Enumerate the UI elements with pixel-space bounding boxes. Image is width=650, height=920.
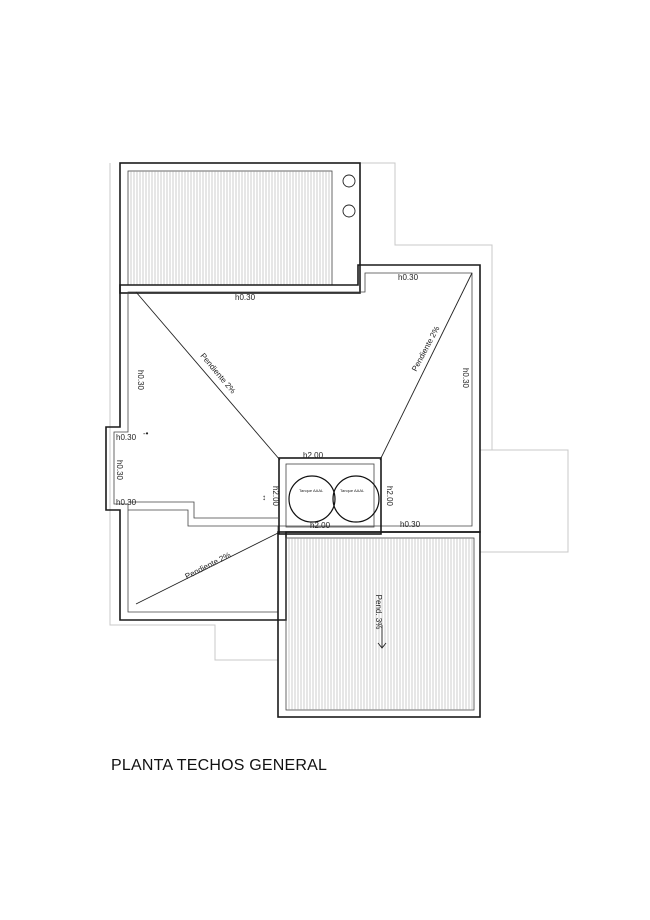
height-labels: h0.30 h0.30 h0.30 h0.30 h0.30 h0.30 h0.3… — [115, 273, 470, 530]
lower-floor-outline — [109, 162, 569, 661]
label-h200-left: h2.00 — [271, 486, 280, 507]
label-h200-right: h2.00 — [385, 486, 394, 507]
drain-circle-2 — [342, 204, 356, 218]
label-h200-top: h2.00 — [303, 451, 324, 460]
label-h030-bottom-right: h0.30 — [400, 520, 421, 529]
label-slope-upper-right: Pendiente 2% — [410, 325, 441, 373]
water-tank-box: Tanque AAAL Tanque AAAL — [278, 457, 382, 535]
svg-text:-•: -• — [143, 429, 149, 438]
label-h030-right-vertical: h0.30 — [461, 368, 470, 389]
water-tank-1 — [288, 475, 336, 523]
label-slope-upper-left: Pendiente 2% — [198, 351, 237, 395]
water-tank-2 — [332, 475, 380, 523]
label-h030-top-left: h0.30 — [235, 293, 256, 302]
drain-circle-1 — [342, 174, 356, 188]
label-h030-notch-bottom: h0.30 — [116, 498, 137, 507]
tank-2-label: Tanque AAAL — [340, 488, 365, 493]
lower-terrace — [277, 531, 481, 718]
upper-terrace — [119, 162, 361, 294]
label-h030-top-right: h0.30 — [398, 273, 419, 282]
svg-text:↕: ↕ — [262, 493, 266, 502]
notch-marks: -• ↕ — [143, 429, 266, 502]
label-h030-left-vertical: h0.30 — [136, 370, 145, 391]
label-h030-notch-top: h0.30 — [116, 433, 137, 442]
label-h200-bottom: h2.00 — [310, 521, 331, 530]
label-slope-lower-right: Pend. 3% — [374, 595, 383, 630]
tank-1-label: Tanque AAAL — [299, 488, 324, 493]
label-h030-notch-side: h0.30 — [115, 460, 124, 481]
label-slope-lower-left: Pendiente 2% — [184, 550, 232, 581]
slope-lines — [135, 272, 473, 605]
plan-title: PLANTA TECHOS GENERAL — [111, 757, 328, 774]
